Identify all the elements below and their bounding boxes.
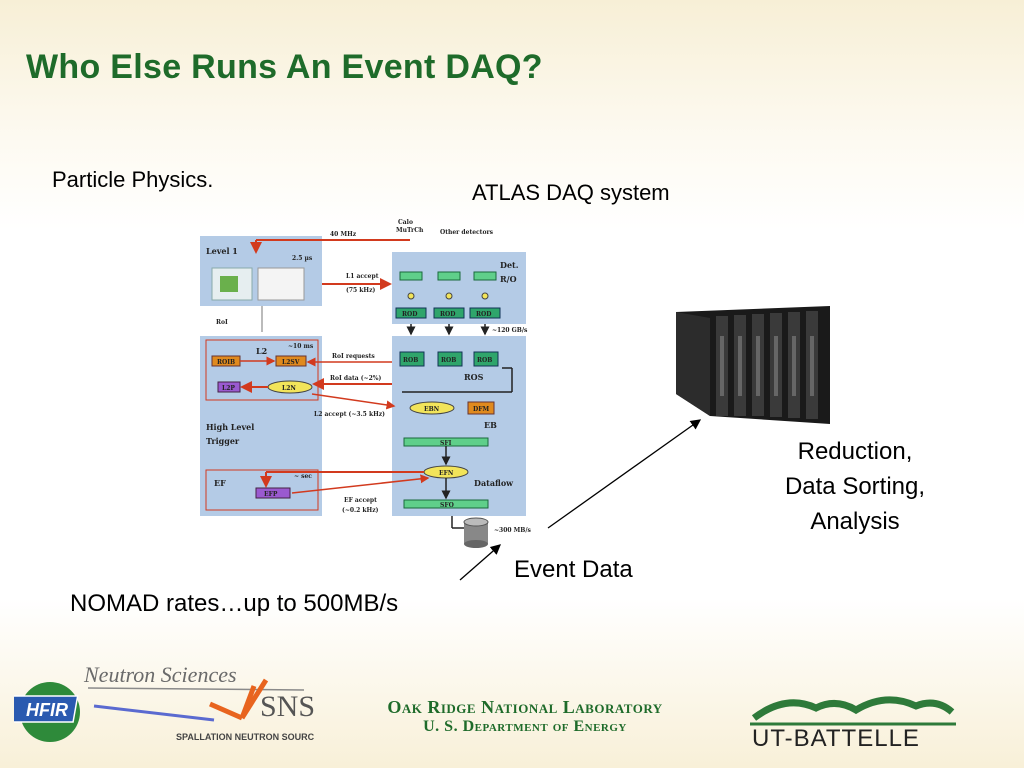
l1-accept-rate: (75 kHz): [346, 287, 376, 294]
l2n-label: L2N: [282, 385, 296, 392]
l2-label: L2: [256, 346, 267, 356]
sfi-label: SFI: [440, 440, 452, 447]
rob-box: [473, 351, 499, 367]
rates-to-event-arrow: [459, 544, 501, 581]
ef-label: EF: [214, 478, 226, 488]
hfir-text: HFIR: [26, 700, 68, 720]
efp-box: [255, 487, 291, 499]
rob-label: ROB: [403, 357, 418, 364]
roib-label: ROIB: [217, 359, 235, 366]
rack-label-line: Analysis: [810, 508, 900, 535]
other-detectors-label: Other detectors: [440, 229, 494, 236]
rod-label: ROD: [440, 311, 455, 318]
ut-battelle-logo: UT-BATTELLE: [750, 696, 956, 752]
neutron-sciences-text: Neutron Sciences: [83, 662, 237, 687]
efn-label: EFN: [439, 470, 454, 477]
rate-40mhz: 40 MHz: [330, 231, 357, 238]
det-label: Det.: [500, 260, 519, 270]
rod-box: [469, 307, 501, 319]
high-level-label: High Level: [206, 422, 254, 432]
dataflow-label: Dataflow: [474, 478, 514, 488]
trigger-label: Trigger: [206, 436, 240, 446]
event-to-rack-arrow: [547, 419, 702, 529]
rack-label-line: Reduction,: [797, 438, 913, 465]
neutron-sciences-logo: Neutron Sciences HFIR SNS SPALLATION NEU…: [14, 662, 314, 742]
l2-time: ~10 ms: [288, 343, 314, 350]
hfir-badge: [14, 695, 79, 723]
ornl-text-block: Oak Ridge National Laboratory U. S. Depa…: [330, 697, 720, 736]
mountain-icon: [751, 696, 955, 721]
event-data-label: Event Data: [514, 556, 633, 583]
ef-accept-label: EF accept: [344, 497, 377, 504]
l2sv-label: L2SV: [282, 359, 300, 366]
subtitle-text: Particle Physics.: [52, 167, 214, 192]
l2sv-box: [275, 355, 307, 367]
level1-chart: [257, 267, 305, 301]
rob-box: [437, 351, 463, 367]
l2-accept-label: L2 accept (~3.5 kHz): [314, 411, 385, 418]
rod-label: ROD: [476, 311, 491, 318]
ros-label: ROS: [464, 372, 484, 382]
mutrch-label: MuTrCh: [396, 227, 424, 234]
logo-swoosh: [87, 687, 305, 691]
roi-data-label: RoI data (~2%): [330, 375, 381, 382]
sfo-label: SFO: [440, 502, 454, 509]
diagram-caption: ATLAS DAQ system: [472, 180, 670, 205]
ebn-label: EBN: [424, 406, 440, 413]
dfm-box: [467, 401, 495, 415]
ebn-node: [409, 401, 455, 415]
efp-label: EFP: [264, 491, 278, 498]
buffer-node: [481, 292, 489, 300]
rack-label-line: Data Sorting,: [784, 473, 926, 500]
ornl-line1: Oak Ridge National Laboratory: [387, 697, 663, 717]
level1-label: Level 1: [206, 246, 238, 256]
ef-time: ~ sec: [294, 473, 312, 480]
eb-label: EB: [484, 420, 497, 430]
frontend-box: [437, 271, 461, 281]
sns-starburst-icon: [208, 678, 269, 721]
rack-label: Reduction, Data Sorting, Analysis: [760, 434, 950, 539]
slide-title: Who Else Runs An Event DAQ?: [26, 48, 543, 86]
ef-accept-arrow: [291, 474, 430, 494]
roi-requests-label: RoI requests: [332, 353, 375, 360]
l1-time: 2.5 µs: [292, 255, 313, 262]
rate-300mbs: ~300 MB/s: [494, 527, 532, 534]
storage-cylinder-icon: [463, 517, 489, 548]
server-rack-image: [676, 306, 830, 424]
rate-120gbs: ~120 GB/s: [492, 327, 528, 334]
l1-accept-label: L1 accept: [346, 273, 379, 280]
l2-block: [205, 339, 319, 401]
l2p-label: L2P: [222, 385, 235, 392]
beam-line: [93, 704, 215, 722]
rod-label: ROD: [402, 311, 417, 318]
sns-full-text: SPALLATION NEUTRON SOURCE: [176, 732, 314, 742]
rob-label: ROB: [477, 357, 492, 364]
level1-image: [211, 267, 253, 301]
rob-label: ROB: [441, 357, 456, 364]
nomad-rates-label: NOMAD rates…up to 500MB/s: [70, 590, 399, 617]
level1-image-detail: [220, 276, 238, 292]
l2-accept-arrow: [311, 393, 396, 410]
buffer-node: [407, 292, 415, 300]
roi-label: RoI: [216, 319, 228, 326]
rod-box: [433, 307, 465, 319]
ornl-line2: U. S. Department of Energy: [423, 718, 627, 735]
rob-box: [399, 351, 425, 367]
dfm-label: DFM: [473, 406, 489, 413]
frontend-box: [399, 271, 423, 281]
frontend-box: [473, 271, 497, 281]
calo-label: Calo: [398, 219, 413, 226]
ut-battelle-text: UT-BATTELLE: [752, 725, 920, 752]
ef-accept-rate: (~0.2 kHz): [342, 507, 379, 514]
sns-text: SNS: [260, 690, 314, 723]
atlas-daq-diagram: Level 1 2.5 µs Calo MuTrCh Other detecto…: [200, 219, 532, 548]
ro-label: R/O: [500, 274, 517, 284]
buffer-node: [445, 292, 453, 300]
rod-box: [395, 307, 427, 319]
sfo-box: [403, 499, 489, 509]
